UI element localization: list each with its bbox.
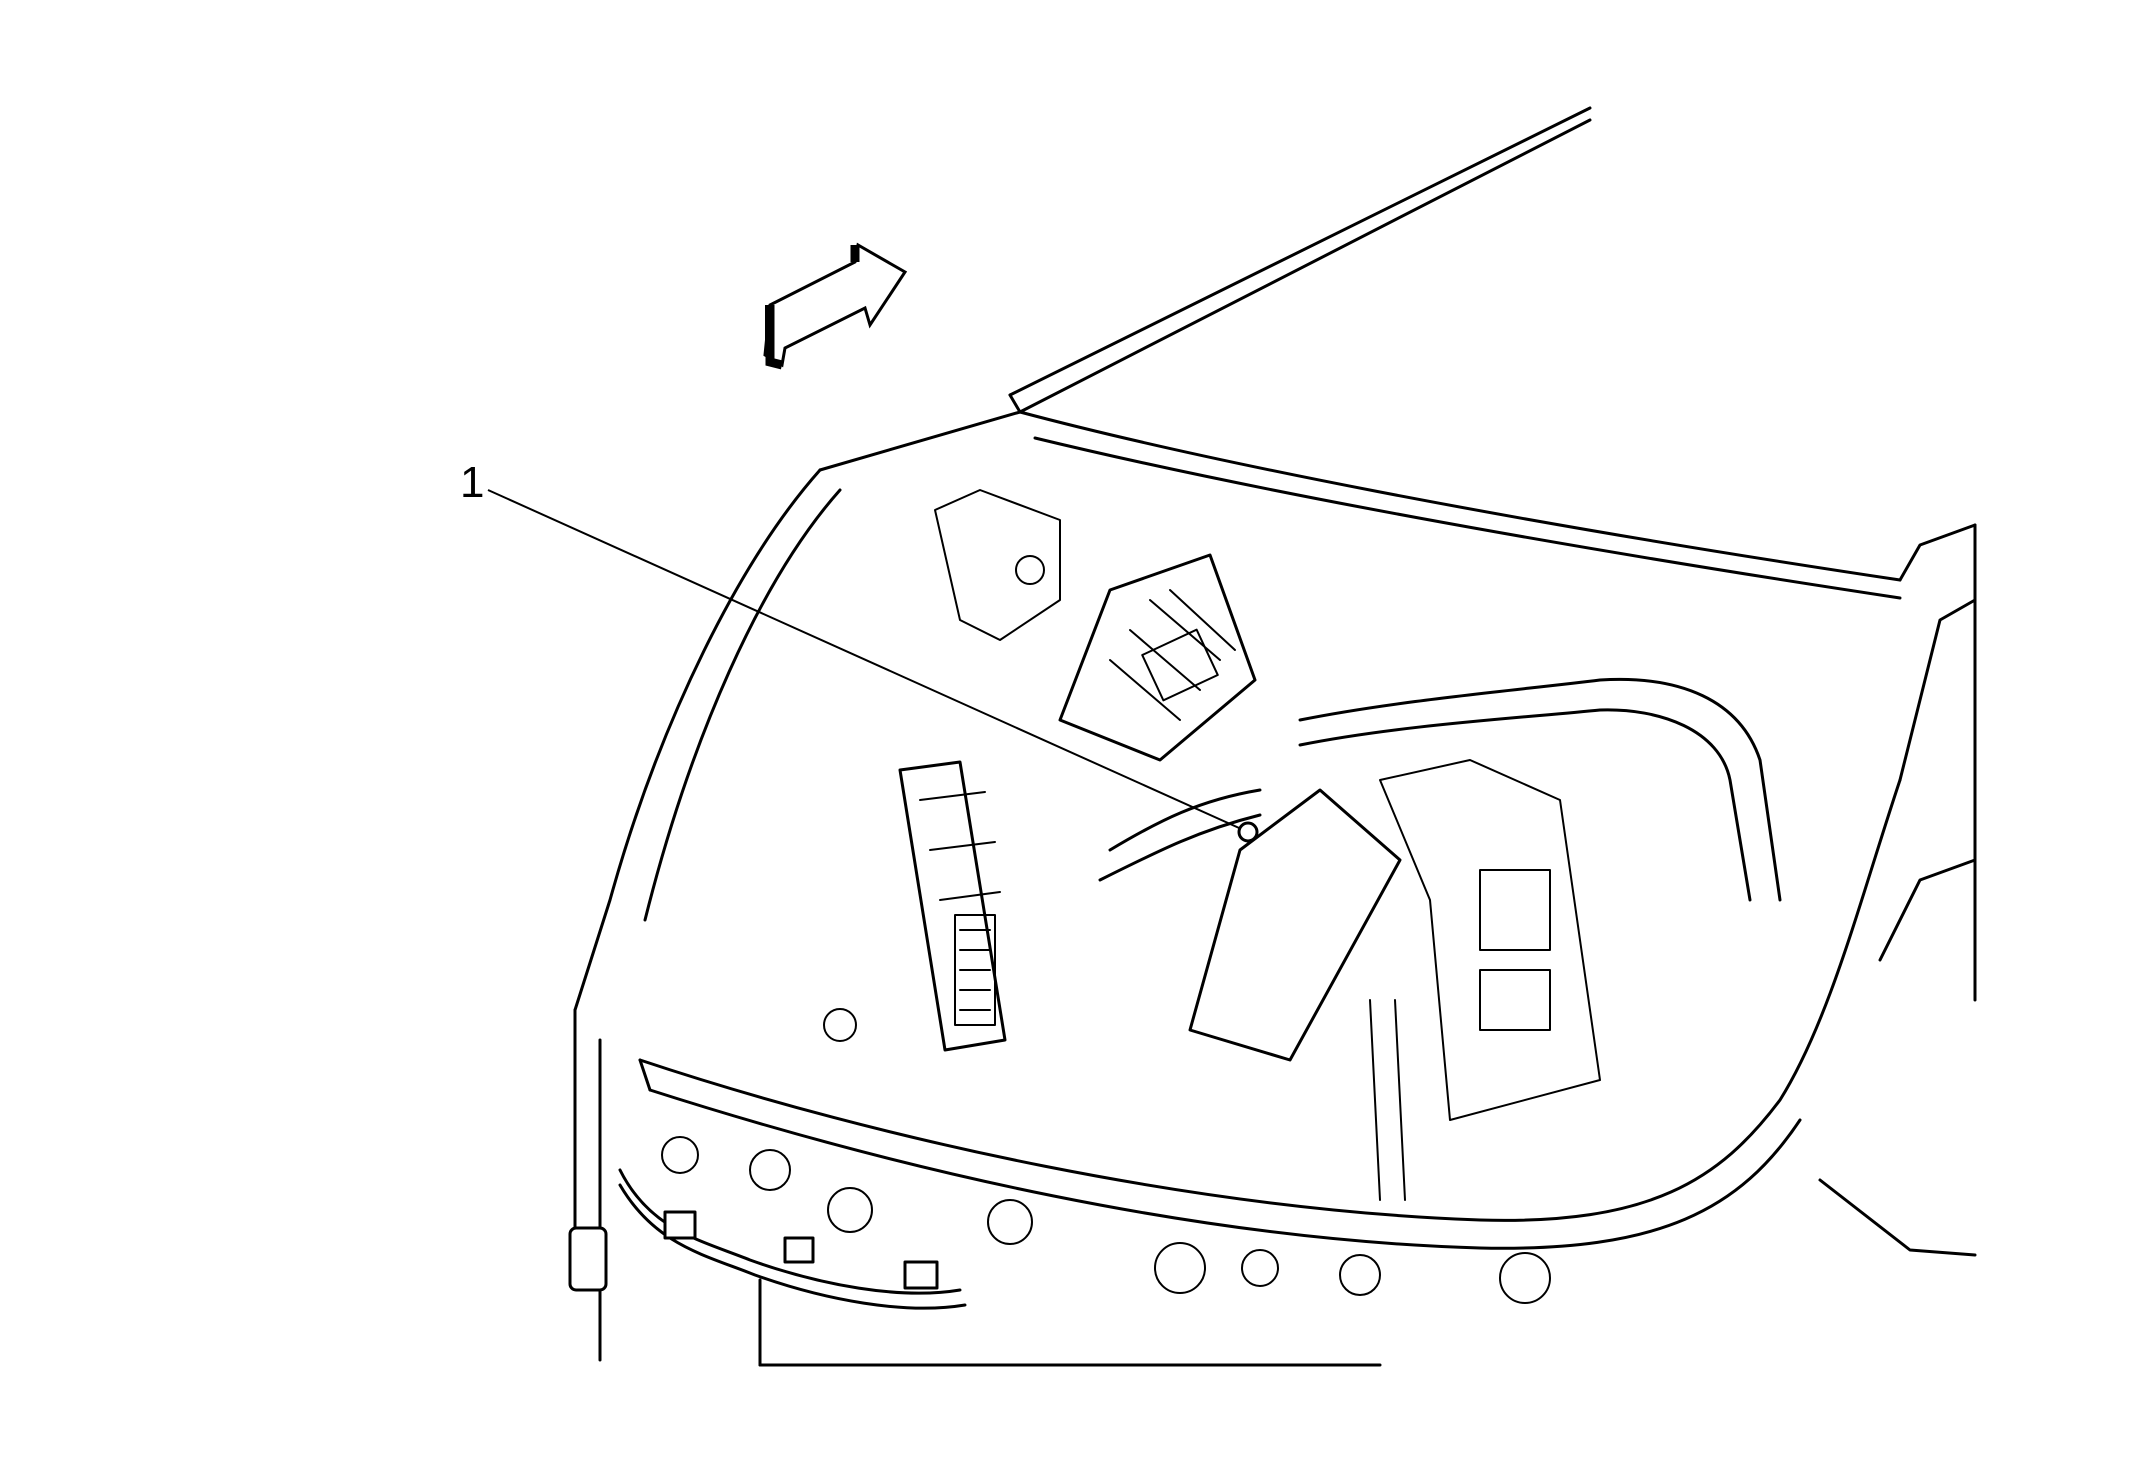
front-panel-holes (661, 1008, 1551, 1304)
strut-tower (934, 489, 1061, 641)
hood-outline (1008, 106, 1977, 1002)
engine-bay-frame (573, 410, 1977, 1367)
callout-1-label: 1 (460, 458, 484, 507)
underhood-fuse-block (898, 760, 1007, 1052)
engine-cover (1188, 759, 1601, 1201)
callout-1: 1 (460, 458, 1259, 843)
callout-1-target-point (1237, 821, 1259, 843)
callout-1-leader-line (487, 489, 1249, 833)
control-module (1058, 553, 1257, 762)
forward-direction-arrow-icon (763, 242, 908, 370)
front-wiring-harness (568, 1168, 967, 1310)
coolant-hoses (1098, 677, 1782, 902)
